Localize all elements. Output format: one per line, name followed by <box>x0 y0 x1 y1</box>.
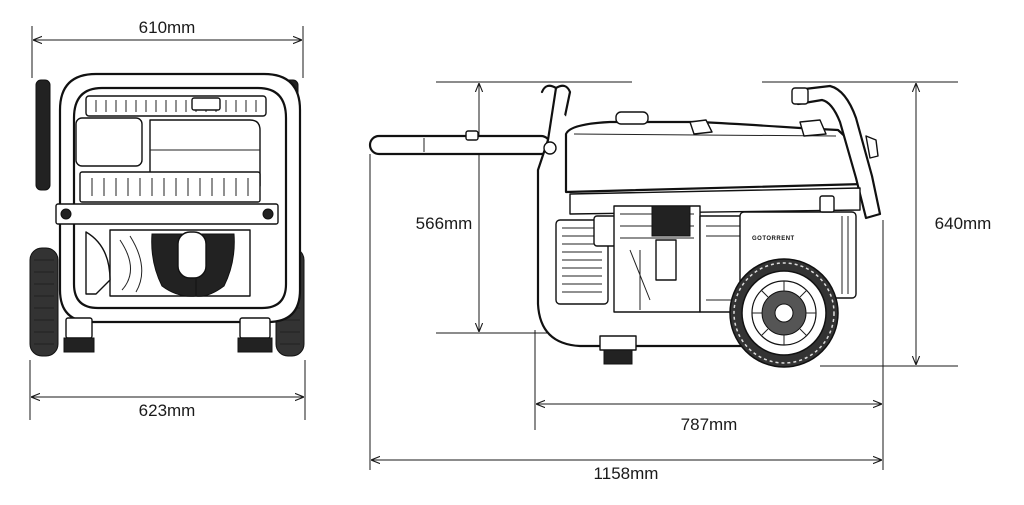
side-fuel-tank <box>564 111 866 194</box>
front-left-tire <box>29 247 59 357</box>
dimension-side-total-height: 640mm <box>762 81 998 367</box>
brand-label: GOTORRENT <box>752 236 795 242</box>
dimension-side-frame-height: 566mm <box>412 81 632 334</box>
side-foot <box>599 335 637 365</box>
dimension-front-bottom: 623mm <box>29 360 306 420</box>
label-566mm: 566mm <box>416 214 473 233</box>
side-wheel <box>729 258 839 368</box>
dimension-side-frame-length: 787mm <box>534 220 884 470</box>
side-view: 566mm 640mm <box>368 81 998 483</box>
label-640mm: 640mm <box>935 214 992 233</box>
label-787mm: 787mm <box>681 415 738 434</box>
dimension-side-total-length: 1158mm <box>369 154 882 483</box>
front-view: 610mm <box>29 18 306 420</box>
label-610mm: 610mm <box>139 18 196 37</box>
front-engine <box>55 95 279 297</box>
label-1158mm: 1158mm <box>594 464 659 483</box>
side-handle <box>368 130 552 156</box>
dimension-front-top: 610mm <box>31 18 304 78</box>
label-623mm: 623mm <box>139 401 196 420</box>
side-rear-handle <box>791 84 882 220</box>
front-feet <box>63 317 273 353</box>
